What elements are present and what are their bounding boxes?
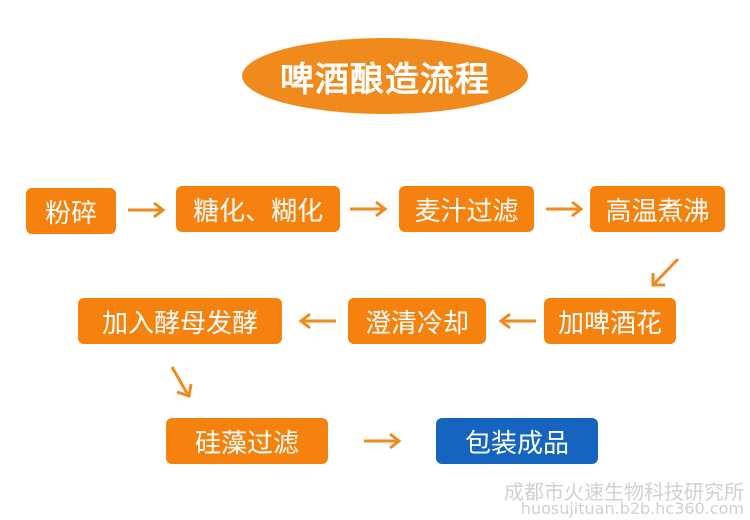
- arrow-cool-to-yeast: [298, 312, 336, 330]
- step-cool: 澄清冷却: [348, 298, 486, 344]
- title-oval: 啤酒酿造流程: [242, 38, 528, 114]
- arrow-crush-to-saccharify: [128, 201, 166, 219]
- arrow-boil-to-hops: [651, 257, 680, 287]
- step-package: 包装成品: [436, 418, 598, 464]
- step-crush: 粉碎: [26, 188, 116, 234]
- step-filter: 麦汁过滤: [399, 186, 534, 232]
- arrow-hops-to-cool: [498, 312, 536, 330]
- watermark-company: 成都市火速生物科技研究所: [504, 480, 744, 504]
- arrow-filter-to-boil: [546, 200, 584, 218]
- diagram-title: 啤酒酿造流程: [280, 59, 490, 100]
- step-hops: 加啤酒花: [544, 298, 676, 344]
- arrow-saccharify-to-filter: [350, 200, 388, 218]
- step-boil: 高温煮沸: [590, 186, 725, 232]
- step-saccharify: 糖化、糊化: [176, 186, 340, 232]
- watermark-url: huosujituan.b2b.hc360.com: [520, 499, 744, 518]
- arrow-diatomite-to-package: [364, 432, 402, 450]
- step-yeast: 加入酵母发酵: [78, 298, 282, 344]
- step-diatomite: 硅藻过滤: [166, 418, 328, 464]
- arrow-yeast-to-diatomite: [170, 366, 193, 398]
